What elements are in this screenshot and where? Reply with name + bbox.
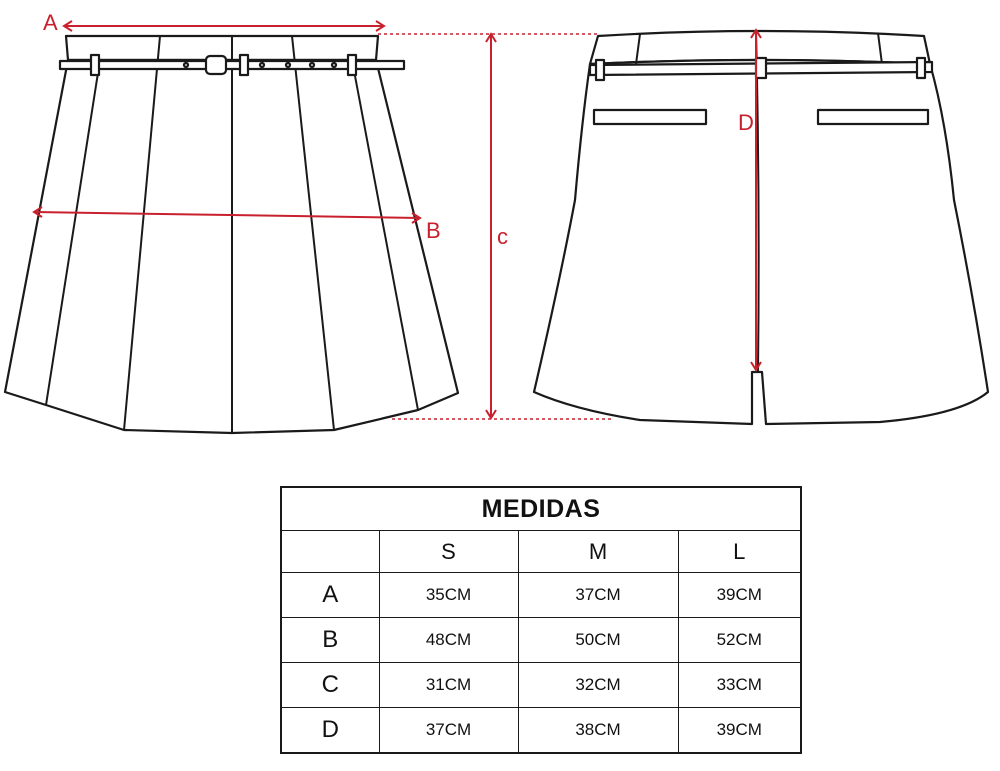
belt-loop	[238, 53, 250, 77]
belt-loop	[754, 56, 768, 80]
skirt-front-view	[3, 34, 460, 435]
table-cell: 39CM	[677, 572, 802, 618]
measurement-b: B	[32, 206, 441, 243]
belt-hole	[258, 61, 266, 69]
skirt-back-view	[532, 29, 990, 426]
table-cell: 35CM	[378, 572, 519, 618]
belt-hole	[308, 61, 316, 69]
table-row: B 48CM 50CM 52CM	[280, 617, 802, 663]
row-key: A	[280, 572, 380, 618]
pleat-line	[45, 59, 101, 406]
table-cell: 33CM	[677, 662, 802, 708]
table-cell: 38CM	[517, 707, 679, 754]
table-row: C 31CM 32CM 33CM	[280, 662, 802, 708]
table-row: A 35CM 37CM 39CM	[280, 572, 802, 618]
table-cell: 39CM	[677, 707, 802, 754]
table-cell: 37CM	[378, 707, 519, 754]
belt-loop	[915, 56, 927, 80]
header-size-m: M	[517, 530, 679, 573]
measurement-label-a: A	[43, 10, 58, 35]
table-cell: 31CM	[378, 662, 519, 708]
belt-loop	[89, 53, 101, 77]
belt-loop	[346, 53, 358, 77]
measurement-d: D	[738, 28, 762, 372]
header-empty-cell	[280, 530, 380, 573]
table-title: MEDIDAS	[280, 486, 802, 531]
measurement-c: c	[378, 32, 612, 420]
row-key: D	[280, 707, 380, 754]
belt	[58, 59, 406, 71]
table-cell: 52CM	[677, 617, 802, 663]
table-cell: 48CM	[378, 617, 519, 663]
back-pocket-left	[592, 108, 708, 126]
table-cell: 37CM	[517, 572, 679, 618]
skirt-diagram: A B c D	[3, 10, 990, 435]
belt-loop	[594, 58, 606, 82]
row-key: B	[280, 617, 380, 663]
back-yoke-seam	[635, 33, 641, 65]
table-cell: 32CM	[517, 662, 679, 708]
measurement-a: A	[43, 10, 386, 35]
table-row: D 37CM 38CM 39CM	[280, 707, 802, 754]
measurement-label-b: B	[426, 218, 441, 243]
pleat-line	[351, 59, 419, 411]
size-table: MEDIDAS S M L A 35CM 37CM 39CM B 48CM 50…	[280, 486, 803, 754]
back-pocket-right	[816, 108, 930, 126]
pleat-line	[291, 35, 335, 431]
belt-hole	[284, 61, 292, 69]
back-yoke-seam	[877, 32, 883, 65]
pleat-line	[123, 35, 161, 431]
row-key: C	[280, 662, 380, 708]
table-cell: 50CM	[517, 617, 679, 663]
belt-buckle	[204, 54, 228, 76]
measurement-label-c: c	[497, 224, 508, 249]
belt-hole	[330, 61, 338, 69]
belt-hole	[182, 61, 190, 69]
measurement-label-d: D	[738, 110, 754, 135]
header-size-l: L	[677, 530, 802, 573]
header-size-s: S	[378, 530, 519, 573]
